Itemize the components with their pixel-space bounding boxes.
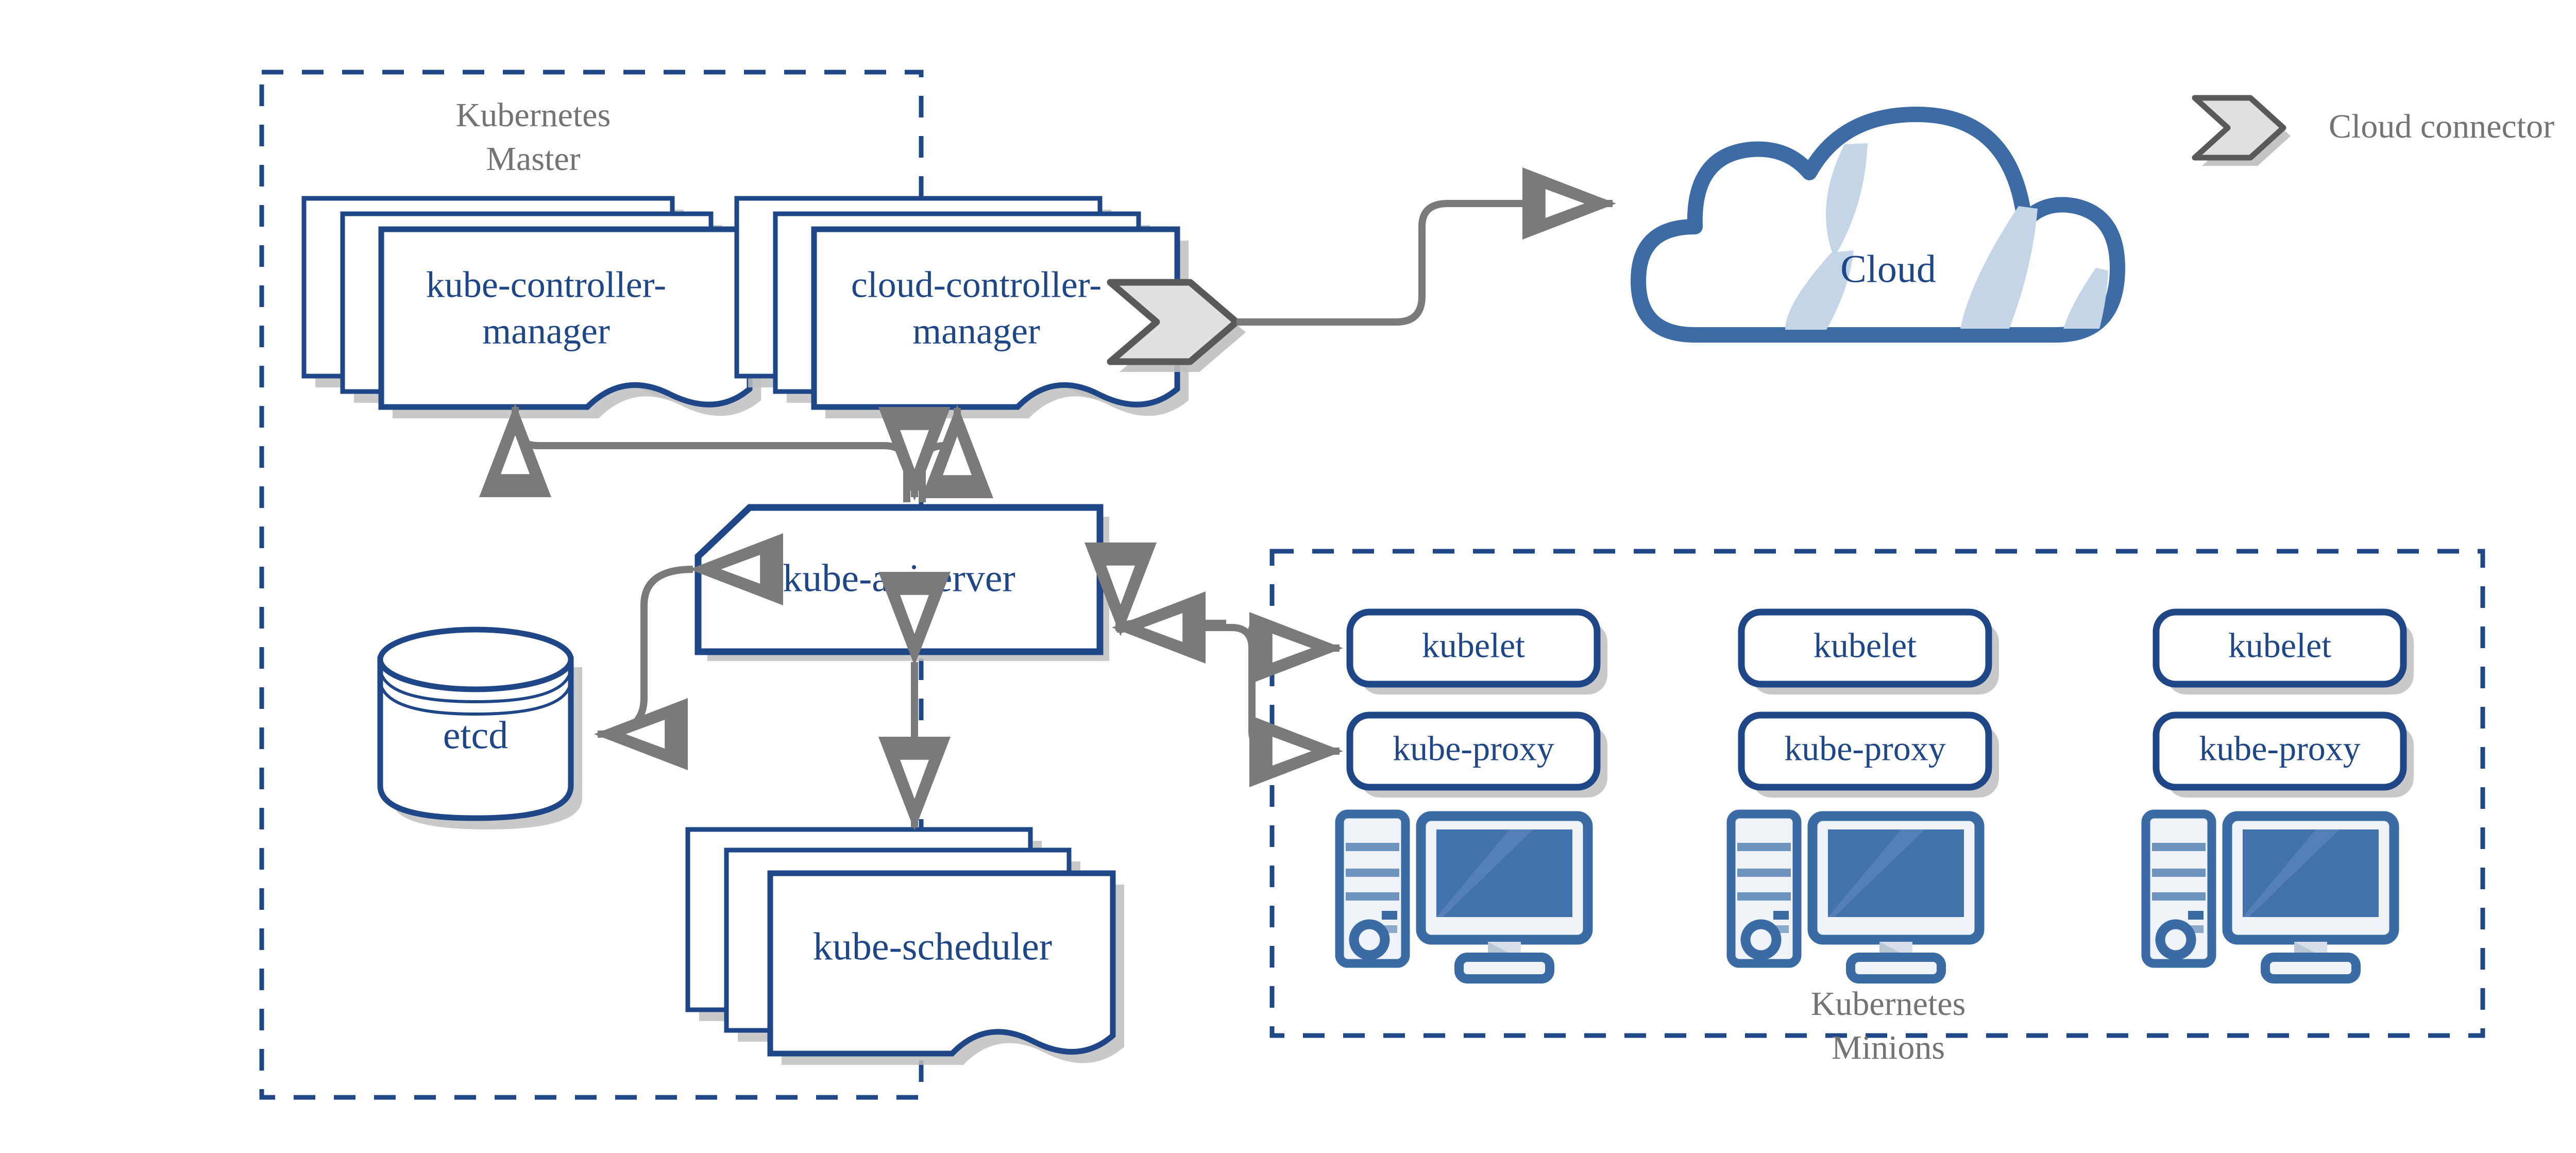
cloud-label: Cloud (1840, 247, 1936, 291)
kube-apiserver-label: kube-apiserver (783, 556, 1015, 600)
kubelet-label-3: kubelet (2228, 626, 2331, 665)
kube-proxy-label-1: kube-proxy (1393, 729, 1554, 768)
kube-proxy-box-3[interactable] (2153, 711, 2407, 791)
kube-scheduler-node[interactable]: kube-scheduler (685, 827, 1124, 1065)
connector-apiserver-to-ccm (919, 404, 993, 502)
minion-node-2: kubelet kube-proxy (1726, 608, 1999, 984)
master-group-label-line1: Kubernetes (456, 96, 611, 134)
connector-lines (479, 167, 1616, 830)
etcd-label: etcd (443, 714, 509, 757)
kubelet-label-2: kubelet (1814, 626, 1917, 665)
cloud-connector-chevron-icon (1107, 279, 1246, 372)
kube-controller-manager-node[interactable]: kube-controller- manager (301, 196, 761, 418)
connector-apiserver-to-kubeproxy (1248, 648, 1343, 787)
desktop-computer-icon-3 (2141, 809, 2399, 984)
master-group-label-line2: Master (486, 140, 580, 178)
minions-group-label-line1: Kubernetes (1811, 985, 1966, 1023)
kubelet-box-3[interactable] (2153, 608, 2407, 688)
kube-apiserver-node[interactable]: kube-apiserver (694, 504, 1109, 661)
legend-cloud-connector-label: Cloud connector (2329, 108, 2554, 145)
desktop-computer-icon-1 (1335, 809, 1593, 984)
desktop-computer-icon-2 (1726, 809, 1985, 984)
cloud-controller-manager-label-line1: cloud-controller- (851, 264, 1101, 306)
kube-controller-manager-label-line1: kube-controller- (426, 264, 666, 306)
cloud-controller-manager-node[interactable]: cloud-controller- manager (734, 196, 1189, 418)
cloud-node[interactable]: Cloud (1631, 107, 2125, 343)
connector-apiserver-to-kubelet (1231, 612, 1343, 684)
kubelet-box-1[interactable] (1346, 608, 1601, 688)
etcd-node[interactable]: etcd (377, 626, 582, 829)
connector-ccm-to-cloud (1236, 167, 1616, 326)
connector-apiserver-to-kcm (479, 403, 910, 502)
minion-node-3: kubelet kube-proxy (2141, 608, 2414, 984)
legend-cloud-connector: Cloud connector (2192, 95, 2554, 166)
kube-proxy-label-3: kube-proxy (2199, 729, 2360, 768)
kube-proxy-label-2: kube-proxy (1784, 729, 1945, 768)
cloud-controller-manager-label-line2: manager (912, 311, 1040, 352)
cloud-connector-legend-icon (2192, 95, 2286, 161)
kube-scheduler-label: kube-scheduler (813, 925, 1052, 968)
minion-node-1: kubelet kube-proxy (1335, 608, 1607, 984)
minions-group-label-line2: Minions (1832, 1029, 1945, 1066)
kubelet-box-2[interactable] (1738, 608, 1992, 688)
minions-group-box (1269, 549, 2485, 1038)
kube-proxy-box-1[interactable] (1346, 711, 1601, 791)
kubelet-label-1: kubelet (1422, 626, 1525, 665)
kube-controller-manager-label-line2: manager (482, 311, 610, 352)
connector-apiserver-etcd (594, 533, 784, 770)
kube-proxy-box-2[interactable] (1738, 711, 1992, 791)
